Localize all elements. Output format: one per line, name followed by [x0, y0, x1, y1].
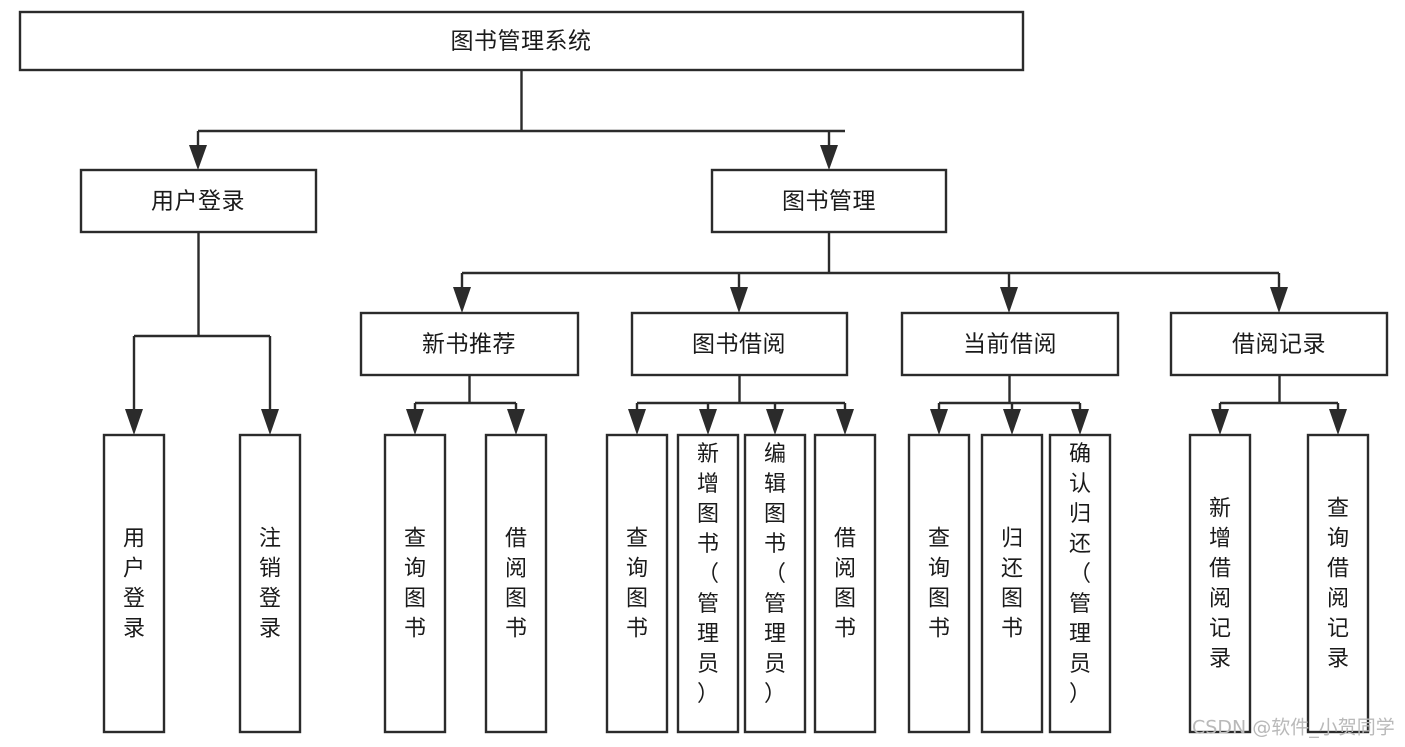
node-current-borrow-box[interactable]	[900, 311, 1120, 377]
leaf-logout-login-box[interactable]	[238, 433, 302, 734]
leaf-edit-book-admin-box[interactable]	[743, 433, 807, 734]
node-user-login-box[interactable]	[79, 168, 318, 234]
leaf-query-book-2[interactable]: 查询图书	[605, 433, 669, 734]
arrowhead-new-book-recommend-icon	[453, 287, 471, 313]
arrowhead-leaf-borrow-book-2-icon	[836, 409, 854, 435]
node-new-book-recommend-label: 新书推荐	[422, 332, 516, 358]
arrowhead-leaf-query-borrow-record-icon	[1329, 409, 1347, 435]
leaf-query-book-3-label: 查询图书	[928, 527, 950, 642]
node-new-book-recommend-box[interactable]	[359, 311, 580, 377]
leaf-user-login[interactable]: 用户登录	[102, 433, 166, 734]
arrowhead-user-login-icon	[189, 145, 207, 170]
leaf-query-book-1-label: 查询图书	[404, 527, 426, 642]
node-book-borrow-label: 图书借阅	[692, 332, 786, 358]
node-borrow-record-box[interactable]	[1169, 311, 1389, 377]
leaf-query-book-1-box[interactable]	[383, 433, 447, 734]
leaf-return-book-box[interactable]	[980, 433, 1044, 734]
arrowhead-leaf-return-book-icon	[1003, 409, 1021, 435]
leaf-borrow-book-2-label: 借阅图书	[834, 527, 856, 642]
node-book-manage-label: 图书管理	[782, 189, 876, 215]
node-borrow-record[interactable]: 借阅记录	[1169, 311, 1389, 377]
node-book-manage[interactable]: 图书管理	[710, 168, 948, 234]
leaf-add-borrow-record-box[interactable]	[1188, 433, 1252, 734]
arrowhead-leaf-add-borrow-record-icon	[1211, 409, 1229, 435]
leaf-add-book-admin-label: 新增图书（管理员）	[697, 442, 719, 707]
leaf-borrow-book-2[interactable]: 借阅图书	[813, 433, 877, 734]
node-borrow-record-label: 借阅记录	[1232, 332, 1326, 358]
leaf-add-borrow-record-label: 新增借阅记录	[1209, 497, 1231, 672]
leaf-return-book[interactable]: 归还图书	[980, 433, 1044, 734]
arrowhead-leaf-borrow-book-1-icon	[507, 409, 525, 435]
arrowhead-book-borrow-icon	[730, 287, 748, 313]
arrowhead-current-borrow-icon	[1000, 287, 1018, 313]
watermark-label: CSDN @软件_小贺同学	[1192, 717, 1395, 739]
node-root-system-box[interactable]	[18, 10, 1025, 72]
arrowhead-leaf-edit-book-admin-icon	[766, 409, 784, 435]
leaf-edit-book-admin-label: 编辑图书（管理员）	[764, 442, 786, 707]
arrowhead-book-manage-icon	[820, 145, 838, 170]
node-user-login-label: 用户登录	[151, 189, 245, 215]
leaf-add-book-admin[interactable]: 新增图书（管理员）	[676, 433, 740, 734]
arrowhead-borrow-record-icon	[1270, 287, 1288, 313]
arrowhead-leaf-query-book-1-icon	[406, 409, 424, 435]
leaf-return-book-label: 归还图书	[1001, 527, 1023, 642]
arrowhead-leaf-user-login-icon	[125, 409, 143, 435]
leaf-query-book-3-box[interactable]	[907, 433, 971, 734]
leaf-edit-book-admin[interactable]: 编辑图书（管理员）	[743, 433, 807, 734]
leaf-borrow-book-2-box[interactable]	[813, 433, 877, 734]
connector-layer	[125, 70, 1347, 435]
leaf-confirm-return-admin[interactable]: 确认归还（管理员）	[1048, 433, 1112, 734]
leaf-confirm-return-admin-box[interactable]	[1048, 433, 1112, 734]
leaf-query-book-3[interactable]: 查询图书	[907, 433, 971, 734]
leaf-logout-login[interactable]: 注销登录	[238, 433, 302, 734]
arrowhead-leaf-logout-login-icon	[261, 409, 279, 435]
node-book-manage-box[interactable]	[710, 168, 948, 234]
arrowhead-leaf-add-book-admin-icon	[699, 409, 717, 435]
node-root-system-label: 图书管理系统	[451, 29, 592, 55]
leaf-query-book-2-box[interactable]	[605, 433, 669, 734]
leaf-borrow-book-1[interactable]: 借阅图书	[484, 433, 548, 734]
leaf-borrow-book-1-label: 借阅图书	[505, 527, 527, 642]
leaf-query-borrow-record[interactable]: 查询借阅记录	[1306, 433, 1370, 734]
node-current-borrow[interactable]: 当前借阅	[900, 311, 1120, 377]
leaf-add-borrow-record[interactable]: 新增借阅记录	[1188, 433, 1252, 734]
leaf-user-login-label: 用户登录	[123, 527, 145, 642]
arrowhead-leaf-query-book-2-icon	[628, 409, 646, 435]
node-new-book-recommend[interactable]: 新书推荐	[359, 311, 580, 377]
node-book-borrow[interactable]: 图书借阅	[630, 311, 849, 377]
leaf-query-borrow-record-label: 查询借阅记录	[1327, 497, 1349, 672]
node-book-borrow-box[interactable]	[630, 311, 849, 377]
node-root-system[interactable]: 图书管理系统	[18, 10, 1025, 72]
leaf-logout-login-label: 注销登录	[259, 527, 281, 642]
leaf-nodes-layer: 用户登录 注销登录 查询图书 借阅图书 查询图书 新增图书（管理员）	[102, 433, 1370, 734]
arrowhead-leaf-query-book-3-icon	[930, 409, 948, 435]
leaf-confirm-return-admin-label: 确认归还（管理员）	[1069, 442, 1091, 707]
leaf-add-book-admin-box[interactable]	[676, 433, 740, 734]
arrowhead-leaf-confirm-return-admin-icon	[1071, 409, 1089, 435]
leaf-query-borrow-record-box[interactable]	[1306, 433, 1370, 734]
leaf-user-login-box[interactable]	[102, 433, 166, 734]
leaf-query-book-2-label: 查询图书	[626, 527, 648, 642]
node-user-login[interactable]: 用户登录	[79, 168, 318, 234]
leaf-borrow-book-1-box[interactable]	[484, 433, 548, 734]
node-current-borrow-label: 当前借阅	[963, 332, 1057, 358]
leaf-query-book-1[interactable]: 查询图书	[383, 433, 447, 734]
